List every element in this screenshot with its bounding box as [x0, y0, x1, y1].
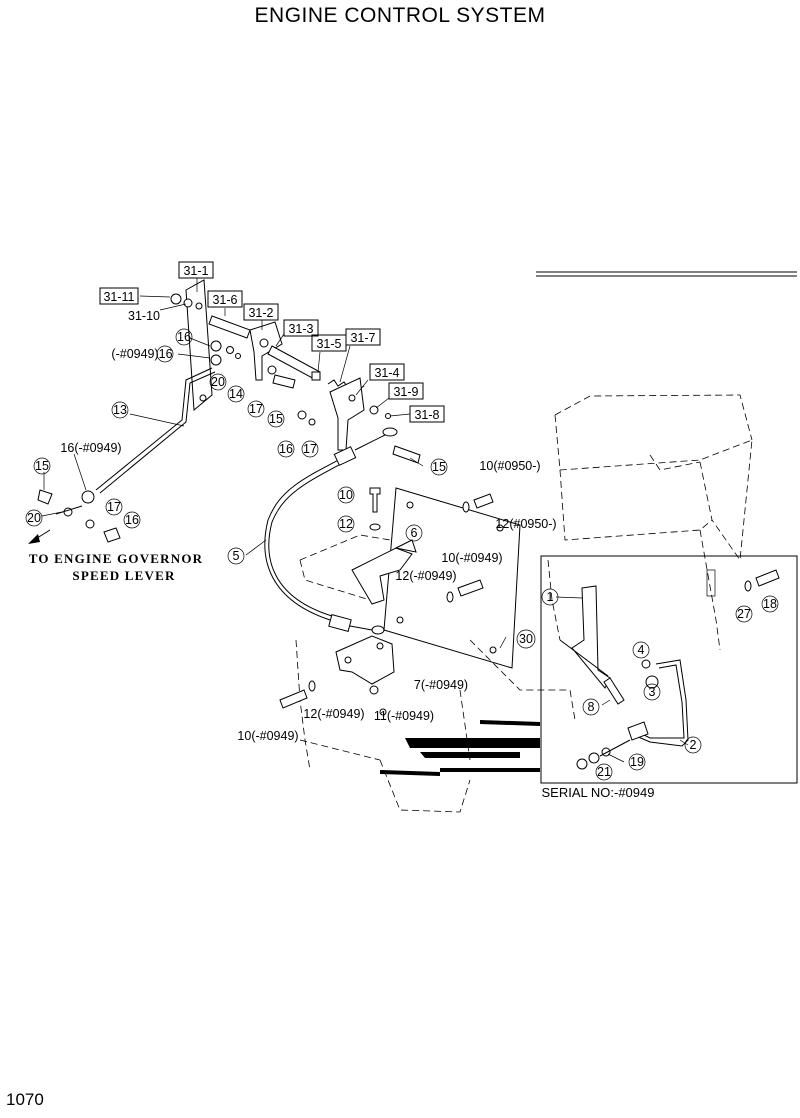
callout-31-7: 31-7	[345, 328, 381, 346]
svg-text:6: 6	[411, 526, 418, 540]
svg-text:17: 17	[303, 442, 317, 456]
plate-bolt-right	[462, 493, 494, 513]
callout-31-3: 31-3	[283, 319, 319, 337]
governor-note: TO ENGINE GOVERNOR SPEED LEVER	[29, 551, 204, 583]
svg-text:31-4: 31-4	[374, 366, 399, 380]
callout-31-10: 31-10	[128, 309, 160, 323]
page-number: 1070	[6, 1090, 44, 1109]
cable-bracket	[329, 377, 391, 451]
serial-inset-frame	[540, 555, 798, 784]
svg-text:12(#0950-): 12(#0950-)	[495, 517, 556, 531]
pivot-shaft	[208, 315, 251, 339]
svg-text:12(-#0949): 12(-#0949)	[395, 569, 456, 583]
frame-decal-stripes	[380, 720, 540, 776]
part-labels: 16 (-#0949)16 20 14 17 15 16 17 13 16(-#…	[27, 330, 777, 779]
callout-31-6: 31-6	[207, 290, 243, 308]
inset-parts	[559, 585, 689, 770]
lower-frame-outline	[295, 534, 576, 813]
svg-text:31-5: 31-5	[316, 337, 341, 351]
callout-31-2: 31-2	[243, 303, 279, 321]
svg-text:10: 10	[339, 488, 353, 502]
svg-text:12(-#0949): 12(-#0949)	[303, 707, 364, 721]
svg-text:TO ENGINE GOVERNOR: TO ENGINE GOVERNOR	[29, 551, 204, 566]
svg-text:31-9: 31-9	[393, 385, 418, 399]
svg-text:31-7: 31-7	[350, 331, 375, 345]
svg-text:4: 4	[638, 643, 645, 657]
page-title: ENGINE CONTROL SYSTEM	[254, 4, 546, 27]
throttle-cable	[264, 427, 398, 635]
svg-text:31-1: 31-1	[183, 264, 208, 278]
svg-text:2: 2	[690, 738, 697, 752]
svg-text:16(-#0949): 16(-#0949)	[60, 441, 121, 455]
lower-bracket-fasteners	[279, 680, 387, 716]
callout-31-9: 31-9	[388, 382, 424, 400]
svg-text:15: 15	[269, 412, 283, 426]
svg-text:16: 16	[177, 330, 191, 344]
svg-text:10(-#0949): 10(-#0949)	[441, 551, 502, 565]
bracket-fasteners	[170, 293, 316, 426]
svg-text:19: 19	[630, 755, 644, 769]
cable-clamp-bracket	[351, 539, 417, 605]
callout-circles	[25, 328, 779, 781]
svg-text:21: 21	[597, 765, 611, 779]
svg-text:10(-#0949): 10(-#0949)	[237, 729, 298, 743]
callout-31-11: 31-11	[99, 287, 139, 305]
plate-bolt-upper	[369, 487, 381, 531]
label-15-cable: 15	[432, 460, 446, 474]
svg-text:18: 18	[763, 597, 777, 611]
callout-31-5: 31-5	[311, 334, 347, 352]
svg-text:11(-#0949): 11(-#0949)	[374, 709, 434, 723]
svg-text:20: 20	[27, 511, 41, 525]
svg-text:16: 16	[279, 442, 293, 456]
svg-text:10(#0950-): 10(#0950-)	[479, 459, 540, 473]
svg-text:27: 27	[737, 607, 751, 621]
leader-lines	[41, 278, 689, 763]
svg-text:17: 17	[249, 402, 263, 416]
governor-direction-arrow	[28, 529, 51, 544]
callout-31-8: 31-8	[409, 405, 445, 423]
svg-text:5: 5	[233, 549, 240, 563]
svg-text:30: 30	[519, 632, 533, 646]
svg-text:1: 1	[547, 590, 554, 604]
svg-text:16: 16	[125, 513, 139, 527]
svg-text:8: 8	[588, 700, 595, 714]
svg-text:17: 17	[107, 500, 121, 514]
svg-text:31-6: 31-6	[212, 293, 237, 307]
svg-text:31-8: 31-8	[414, 408, 439, 422]
svg-text:12: 12	[339, 517, 353, 531]
lower-cable-bracket	[335, 635, 395, 685]
svg-text:13: 13	[113, 403, 127, 417]
svg-text:SPEED LEVER: SPEED LEVER	[72, 568, 175, 583]
svg-text:14: 14	[229, 387, 243, 401]
svg-text:31-2: 31-2	[248, 306, 273, 320]
inset-top-bolts	[744, 569, 780, 592]
svg-text:7(-#0949): 7(-#0949)	[414, 678, 468, 692]
svg-text:31-10: 31-10	[128, 309, 160, 323]
callout-31-4: 31-4	[369, 363, 405, 381]
mounting-plate	[383, 487, 521, 669]
serial-number-note: SERIAL NO:-#0949	[542, 785, 655, 800]
plate-bolt-middle	[446, 579, 484, 603]
svg-text:31-3: 31-3	[288, 322, 313, 336]
control-lever	[249, 321, 283, 381]
svg-text:31-11: 31-11	[103, 290, 134, 304]
callout-31-1: 31-1	[178, 261, 214, 279]
svg-text:15: 15	[35, 459, 49, 473]
machine-housing-outline	[536, 271, 797, 651]
svg-text:20: 20	[211, 375, 225, 389]
svg-text:3: 3	[649, 685, 656, 699]
svg-text:(-#0949)16: (-#0949)16	[111, 347, 172, 361]
